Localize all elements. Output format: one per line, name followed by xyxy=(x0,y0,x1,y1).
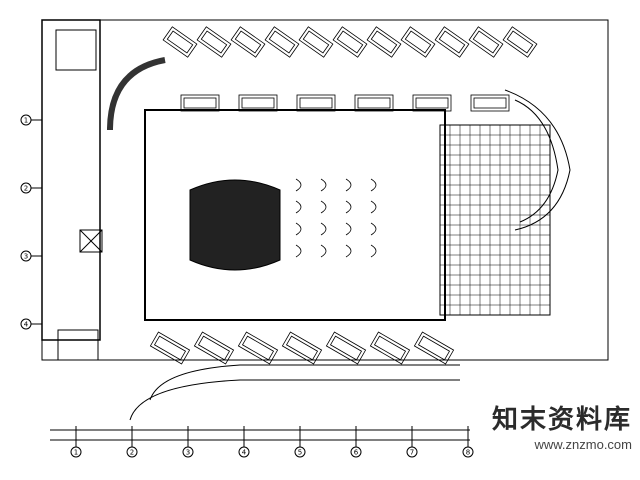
curved-corner-wall xyxy=(107,57,166,131)
parking-stall xyxy=(298,26,334,58)
road-curve xyxy=(149,364,460,401)
fan-stair xyxy=(504,89,571,231)
seat-arc xyxy=(295,244,302,258)
watermark-url: www.znzmo.com xyxy=(534,437,632,452)
parking-stall xyxy=(264,26,300,58)
parking-stall xyxy=(196,26,232,58)
parking-stall xyxy=(413,331,455,365)
atrium-grid-area xyxy=(439,124,551,316)
stage-arc xyxy=(189,179,281,271)
axis-label: 4 xyxy=(242,449,247,457)
parking-stall xyxy=(281,331,323,365)
parking-stall xyxy=(400,26,436,58)
axis-label: 1 xyxy=(24,117,28,125)
seat-arc xyxy=(370,244,377,258)
seat-arc xyxy=(320,200,327,214)
seat-arc xyxy=(295,222,302,236)
seat-arc xyxy=(370,200,377,214)
parking-stall xyxy=(412,94,452,112)
seat-arc xyxy=(295,178,302,192)
service-block xyxy=(41,19,101,341)
seat-arc xyxy=(320,222,327,236)
axis-label: 2 xyxy=(24,185,28,193)
parking-stall xyxy=(180,94,220,112)
parking-stall xyxy=(162,26,198,58)
seat-arc xyxy=(320,244,327,258)
parking-stall xyxy=(354,94,394,112)
axis-label: 4 xyxy=(24,321,29,329)
axis-label: 5 xyxy=(298,449,302,457)
parking-stall xyxy=(434,26,470,58)
axis-label: 2 xyxy=(130,449,134,457)
parking-stall xyxy=(468,26,504,58)
seat-arc xyxy=(345,178,352,192)
seat-arc xyxy=(345,244,352,258)
elevator-core xyxy=(79,229,103,253)
building-outline xyxy=(41,19,609,361)
parking-stall xyxy=(332,26,368,58)
seat-arc xyxy=(320,178,327,192)
parking-stall xyxy=(369,331,411,365)
stair-core-top xyxy=(55,29,97,71)
parking-stall xyxy=(238,94,278,112)
parking-stall xyxy=(470,94,510,112)
stair-core-bottom xyxy=(57,329,99,361)
axis-label: 3 xyxy=(24,253,28,261)
parking-stall xyxy=(193,331,235,365)
parking-stall xyxy=(230,26,266,58)
parking-stall xyxy=(149,331,191,365)
parking-stall xyxy=(237,331,279,365)
axis-label: 3 xyxy=(186,449,190,457)
parking-stall xyxy=(296,94,336,112)
seat-arc xyxy=(370,178,377,192)
axis-label: 1 xyxy=(74,449,78,457)
seat-arc xyxy=(295,200,302,214)
watermark-name: 知末资料库 xyxy=(491,405,632,435)
axis-label: 6 xyxy=(354,449,359,457)
seat-arc xyxy=(345,222,352,236)
main-hall-outline xyxy=(144,109,446,321)
seat-arc xyxy=(370,222,377,236)
parking-stall xyxy=(366,26,402,58)
parking-stall xyxy=(502,26,538,58)
axis-label: 8 xyxy=(466,449,470,457)
parking-stall xyxy=(325,331,367,365)
seat-arc xyxy=(345,200,352,214)
watermark: 知末资料库 www.znzmo.com xyxy=(492,405,632,452)
axis-label: 7 xyxy=(410,449,414,457)
